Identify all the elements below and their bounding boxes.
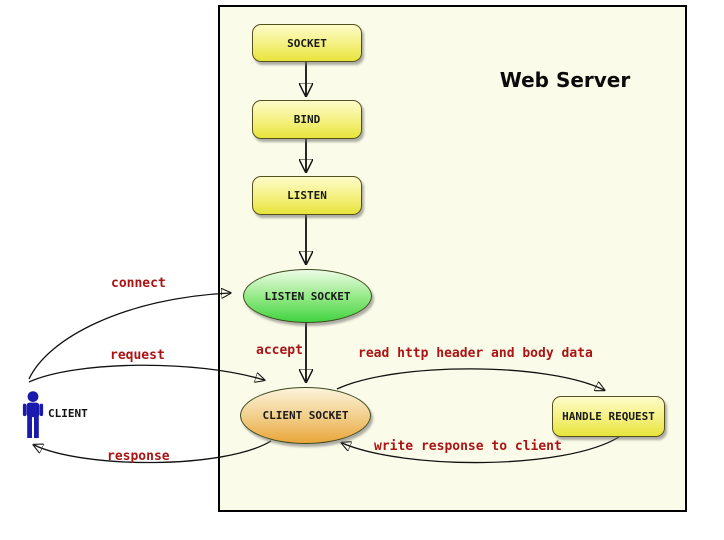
edge-label-read-http: read http header and body data (358, 346, 593, 361)
node-socket-label: SOCKET (287, 36, 327, 50)
node-socket: SOCKET (252, 24, 362, 62)
edge-label-response: response (107, 449, 170, 464)
edge-label-write-response: write response to client (374, 439, 562, 454)
node-handle-request-label: HANDLE REQUEST (562, 410, 655, 423)
node-client-socket-label: CLIENT SOCKET (262, 409, 349, 422)
edge-label-accept: accept (256, 343, 303, 358)
node-listen-label: LISTEN (287, 189, 327, 202)
arrow-connect-client-to-listen-socket (28, 293, 230, 380)
node-bind-label: BIND (293, 113, 321, 126)
edge-label-request: request (110, 348, 165, 363)
node-listen: LISTEN (252, 176, 362, 215)
client-actor-label: CLIENT (48, 407, 88, 420)
node-client-socket: CLIENT SOCKET (240, 387, 371, 444)
node-handle-request: HANDLE REQUEST (552, 396, 665, 437)
node-listen-socket-label: LISTEN SOCKET (264, 289, 351, 303)
node-listen-socket: LISTEN SOCKET (243, 269, 372, 323)
node-bind: BIND (252, 100, 362, 139)
page-title: Web Server (499, 68, 631, 92)
client-person-icon (22, 391, 44, 438)
edge-label-connect: connect (111, 276, 166, 291)
